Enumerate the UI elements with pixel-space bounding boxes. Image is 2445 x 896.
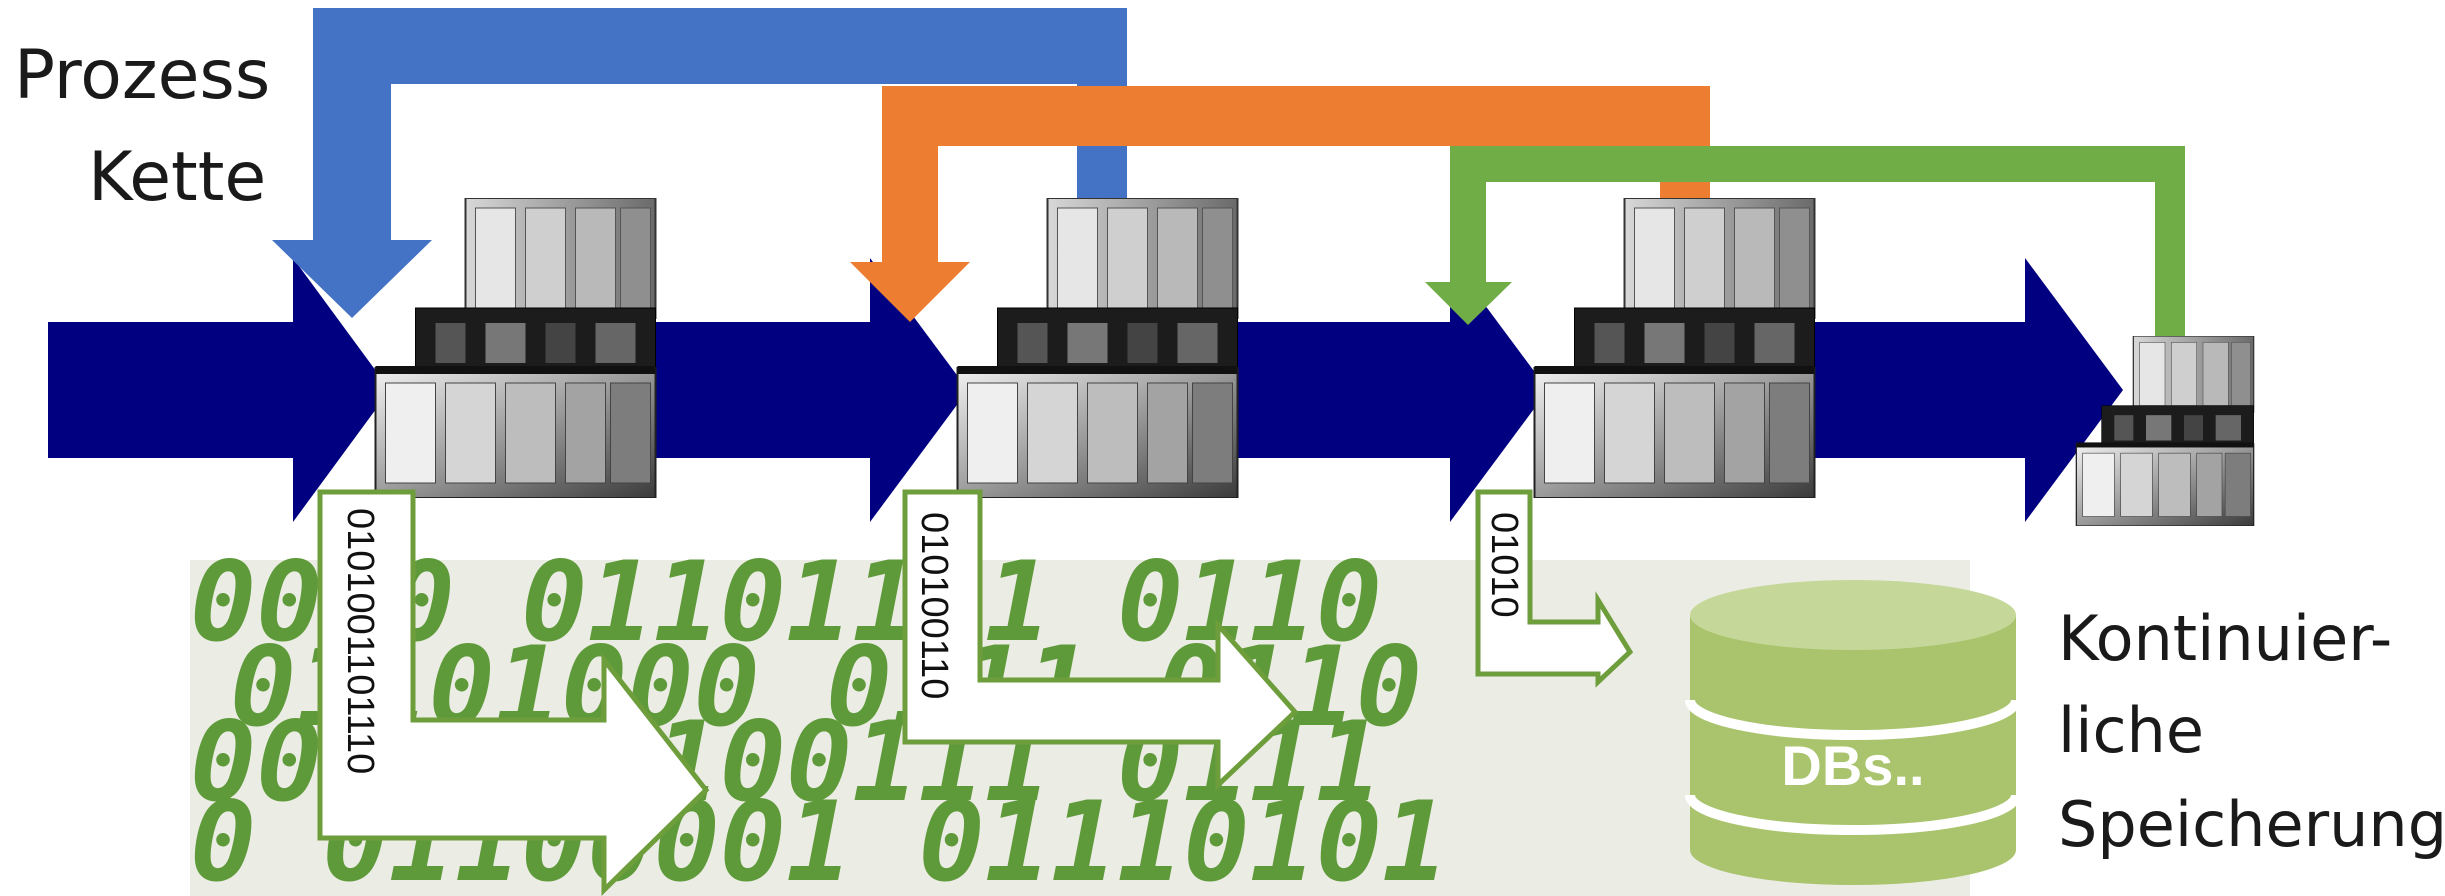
data-stream-bits-2: 010100110 (913, 512, 955, 699)
storage-label-line1: Kontinuier- (2058, 602, 2392, 675)
process-arrow-2 (620, 258, 968, 522)
data-stream-bits-1: 0101001101110 (339, 508, 381, 774)
machine-icon (1533, 198, 1816, 498)
feedback-loop-orange (850, 86, 1710, 322)
process-arrow-3 (1200, 258, 1548, 522)
feedback-arrowhead-orange (850, 262, 970, 322)
feedback-arrowhead-blue (272, 240, 432, 318)
machine-icon (956, 198, 1239, 498)
feedback-loop-green (1425, 146, 2185, 345)
data-stream-bits-3: 01010 (1483, 512, 1525, 618)
process-arrow-1 (48, 258, 390, 522)
process-chain-title-line2: Kette (88, 138, 266, 217)
process-chain (48, 258, 2123, 522)
feedback-arrowhead-green (1425, 282, 1512, 325)
data-stream-3: 01010 (1475, 489, 1634, 688)
database-icon: DBs.. (1685, 580, 2021, 885)
process-chain-title-line1: Prozess (14, 36, 270, 115)
data-stream-2: 010100110 (902, 489, 1299, 791)
feedback-loop-blue (272, 8, 1127, 318)
storage-label-line3: Speicherung (2058, 788, 2445, 861)
db-label: DBs.. (1781, 734, 1924, 797)
storage-label-line2: liche (2058, 694, 2204, 767)
data-stream-1: 0101001101110 (317, 489, 710, 896)
process-arrow-4 (1780, 258, 2123, 522)
